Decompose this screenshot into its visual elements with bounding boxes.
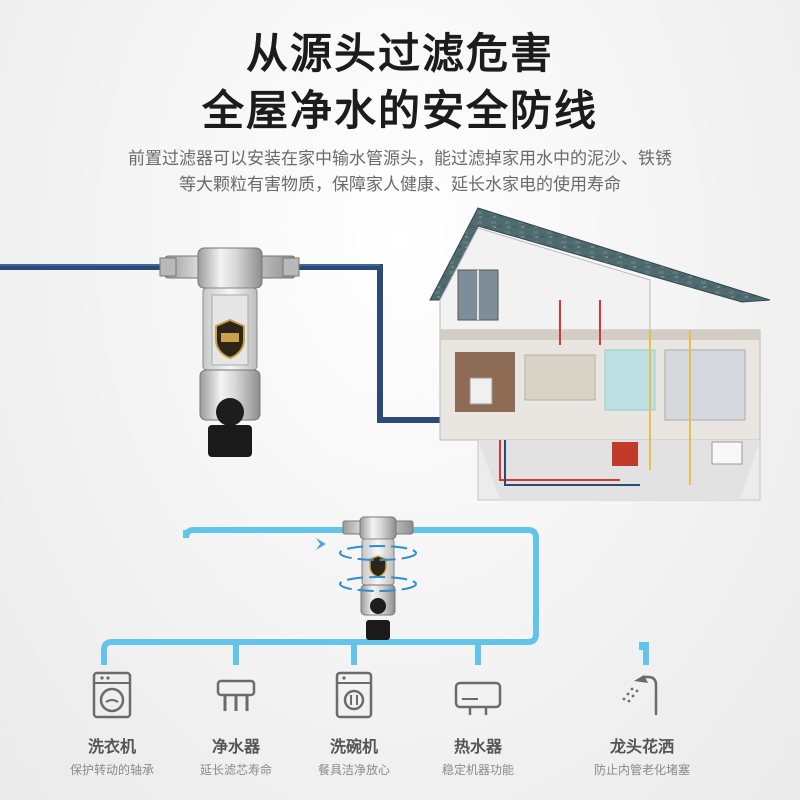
water-purifier-icon	[216, 679, 256, 711]
appliance-benefit: 延长滤芯寿命	[199, 763, 272, 777]
appliance-dishwasher: 洗碗机 餐具洁净放心	[289, 665, 419, 778]
washing-machine-icon	[92, 671, 132, 719]
distribution-pipe	[101, 527, 649, 665]
headline-line-2: 全屋净水的安全防线	[201, 86, 598, 135]
appliance-washing-machine: 洗衣机 保护转动的轴承	[47, 665, 177, 778]
shower-icon	[622, 675, 658, 715]
headline-line-1: 从源头过滤危害	[245, 29, 554, 78]
appliance-benefit: 餐具洁净放心	[317, 763, 390, 777]
dishwasher-icon	[335, 671, 373, 719]
description-line-2: 等大颗粒有害物质，保障家人健康、延长水家电的使用寿命	[179, 175, 621, 195]
appliance-name: 洗碗机	[329, 737, 378, 756]
appliance-water-purifier: 净水器 延长滤芯寿命	[171, 665, 301, 778]
appliance-benefit: 防止内管老化堵塞	[593, 763, 690, 777]
water-heater-icon	[454, 681, 502, 715]
appliance-benefit: 保护转动的轴承	[69, 763, 154, 777]
appliance-name: 洗衣机	[87, 737, 136, 756]
appliance-faucet-shower: 龙头花洒 防止内管老化堵塞	[577, 665, 707, 778]
description-line-1: 前置过滤器可以安装在家中输水管源头，能过滤掉家用水中的泥沙、铁锈	[128, 149, 672, 169]
appliance-name: 龙头花洒	[609, 737, 674, 756]
appliance-water-heater: 热水器 稳定机器功能	[413, 665, 543, 778]
appliance-name: 净水器	[211, 737, 260, 756]
house-cutaway	[429, 207, 771, 501]
appliance-benefit: 稳定机器功能	[441, 763, 514, 777]
pre-filter-small	[339, 516, 417, 640]
appliance-name: 热水器	[453, 737, 502, 756]
pre-filter-large	[159, 247, 300, 457]
